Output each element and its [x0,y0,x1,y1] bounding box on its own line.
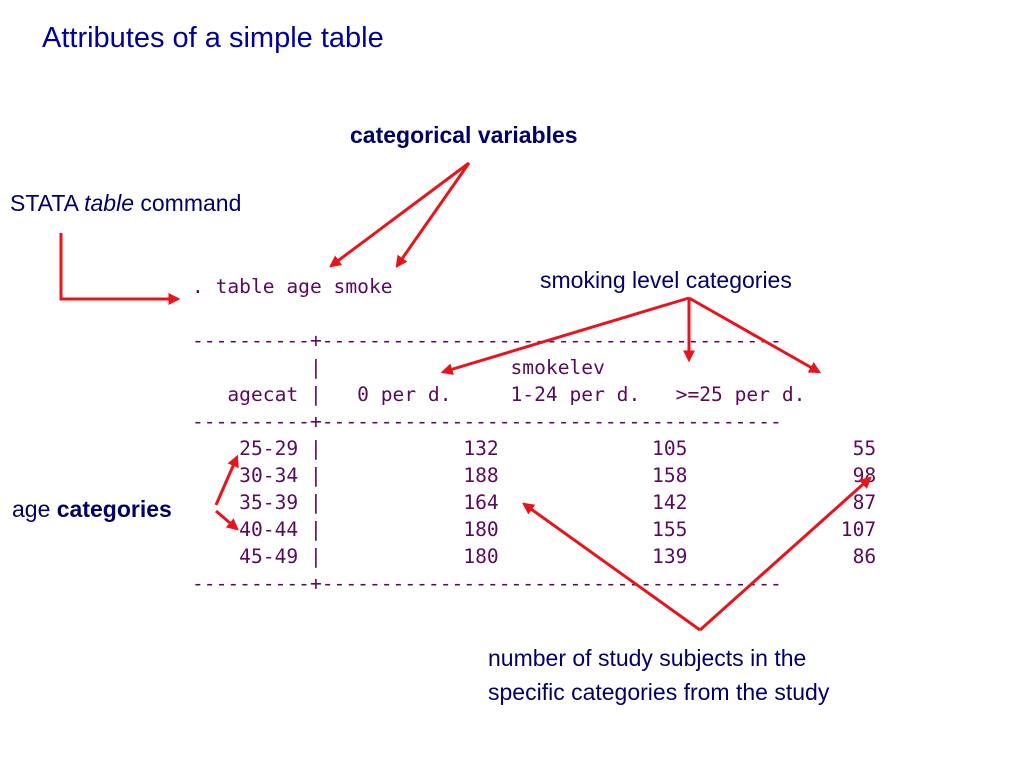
stata-row-25-29: 25-29 | 132 105 55 [192,437,877,460]
stata-row-45-49: 45-49 | 180 139 86 [192,545,877,568]
stata-header-smokelev: | smokelev [192,356,605,379]
arrow-stata-command [59,233,181,305]
study-subjects-label: number of study subjects in the specific… [488,641,829,709]
stata-rule-bottom: ----------+-----------------------------… [192,572,782,595]
study-subjects-line-2: specific categories from the study [488,679,830,705]
arrow-to-age [329,161,470,268]
stata-label-italic: table [84,190,134,216]
age-label-prefix: age [12,496,57,522]
smoking-level-label: smoking level categories [540,267,792,293]
stata-header-columns: agecat | 0 per d. 1-24 per d. >=25 per d… [192,383,806,406]
categorical-variables-label: categorical variables [350,122,578,148]
stata-row-30-34: 30-34 | 188 158 98 [192,464,877,487]
age-categories-label: age categories [12,496,172,523]
stata-command-line: . table age smoke [192,275,393,298]
stata-label-prefix: STATA [10,190,85,216]
stata-command-label: STATA table command [10,190,241,217]
stata-row-35-39: 35-39 | 164 142 87 [192,491,877,514]
stata-rule-middle: ----------+-----------------------------… [192,410,782,433]
stata-label-suffix: command [134,190,242,216]
stata-output: . table age smoke ----------+-----------… [192,273,876,597]
stata-rule-top: ----------+-----------------------------… [192,329,782,352]
study-subjects-line-1: number of study subjects in the [488,645,807,671]
arrow-to-smoke [395,162,471,268]
age-label-bold: categories [56,496,172,522]
stata-row-40-44: 40-44 | 180 155 107 [192,518,877,541]
slide-title: Attributes of a simple table [42,22,384,54]
